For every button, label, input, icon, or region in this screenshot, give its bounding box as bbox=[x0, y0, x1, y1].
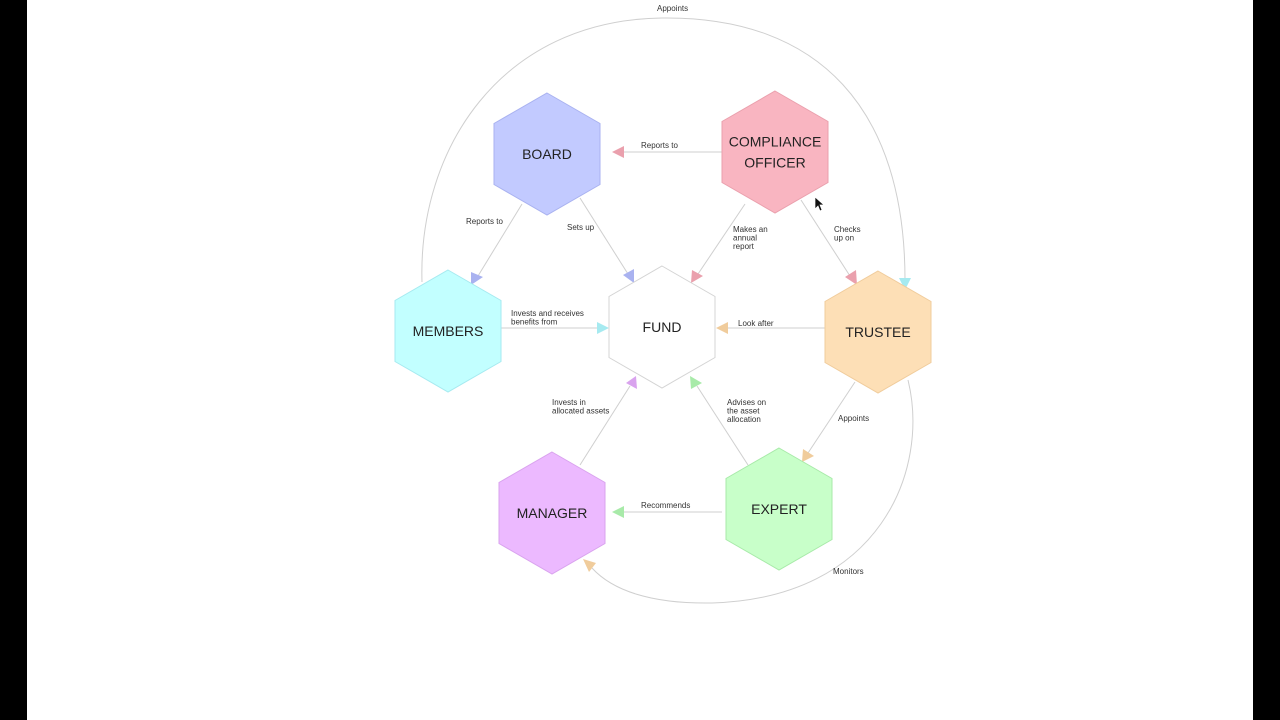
node-fund[interactable]: FUND bbox=[608, 265, 716, 389]
edge-label-appoints-expert: Appoints bbox=[838, 414, 869, 423]
edge-expert-recommends-manager: Recommends bbox=[612, 501, 722, 518]
edge-trustee-appoints-compliance: Appoints bbox=[421, 4, 911, 290]
node-board[interactable]: BOARD bbox=[493, 92, 601, 216]
cursor-icon bbox=[814, 196, 825, 212]
node-expert-label: EXPERT bbox=[751, 501, 807, 517]
diagram: Appoints Reports to Reports to Sets up bbox=[394, 4, 932, 604]
node-manager[interactable]: MANAGER bbox=[498, 451, 606, 575]
edge-trustee-monitors-manager: Monitors bbox=[583, 379, 914, 604]
edge-trustee-appoints-expert: Appoints bbox=[802, 381, 869, 462]
canvas-area: Appoints Reports to Reports to Sets up bbox=[27, 0, 1253, 720]
node-manager-label: MANAGER bbox=[517, 505, 588, 521]
edge-members-reports-to-board: Reports to bbox=[466, 203, 523, 285]
edge-label-reports-to-board: Reports to bbox=[641, 141, 678, 150]
node-fund-label: FUND bbox=[643, 319, 682, 335]
edge-compliance-reports-to-board: Reports to bbox=[612, 141, 722, 158]
edge-trustee-looks-after-fund: Look after bbox=[716, 319, 825, 334]
edge-label-look-after: Look after bbox=[738, 319, 774, 328]
node-members[interactable]: MEMBERS bbox=[394, 269, 502, 393]
edge-label-sets-up: Sets up bbox=[567, 223, 595, 232]
node-expert[interactable]: EXPERT bbox=[725, 447, 833, 571]
edge-label-recommends: Recommends bbox=[641, 501, 690, 510]
edge-label-appoints-top: Appoints bbox=[657, 4, 688, 13]
node-members-label: MEMBERS bbox=[413, 323, 484, 339]
node-board-label: BOARD bbox=[522, 146, 572, 162]
edge-label-members-reports-to: Reports to bbox=[466, 217, 503, 226]
edge-label-monitors: Monitors bbox=[833, 567, 864, 576]
node-trustee-label: TRUSTEE bbox=[845, 324, 910, 340]
edge-board-sets-up-fund: Sets up bbox=[567, 197, 634, 283]
node-trustee[interactable]: TRUSTEE bbox=[824, 270, 932, 394]
